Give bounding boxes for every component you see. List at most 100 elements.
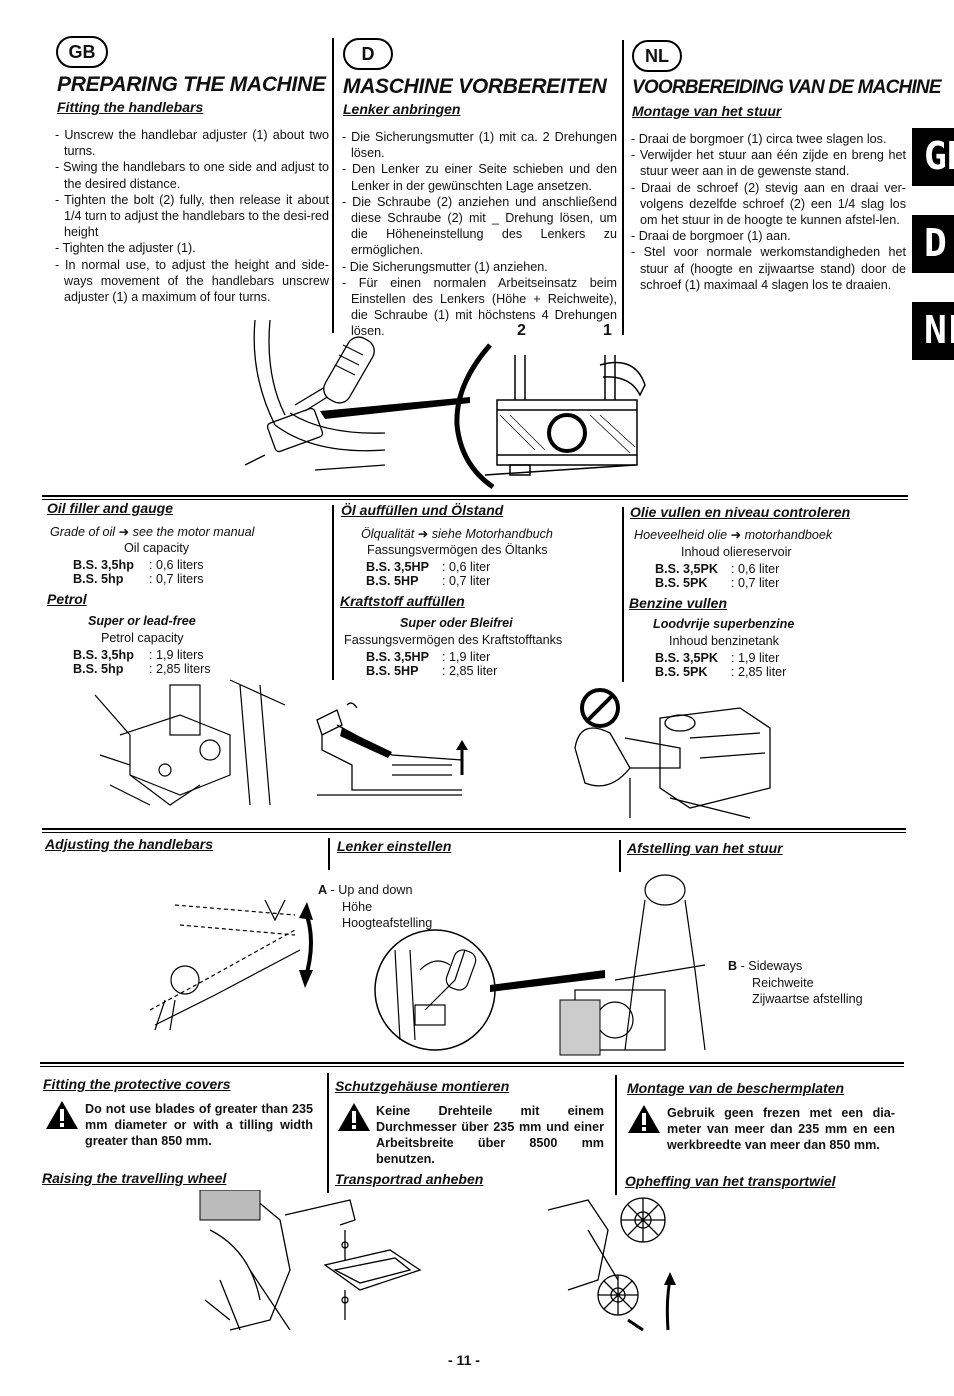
tab-nl: NL bbox=[912, 302, 954, 360]
list-item: - Stel voor normale werkomstandigheden h… bbox=[631, 245, 906, 292]
protective-cover-illustration bbox=[199, 1190, 422, 1331]
spec-value: : 2,85 liter bbox=[731, 665, 787, 679]
list-item: - In normal use, to adjust the height an… bbox=[55, 257, 329, 305]
legend-a: A - Up and down Höhe Hoogteafstelling bbox=[318, 882, 432, 932]
travel-wheel-illustration bbox=[548, 1197, 676, 1332]
fuel-filling-illustration bbox=[574, 688, 771, 819]
divider bbox=[327, 1073, 329, 1193]
spec-value: : 0,7 liter bbox=[442, 574, 491, 588]
warning-gb: Do not use blades of greater than 235 mm… bbox=[85, 1102, 313, 1148]
instructions-gb: - Unscrew the handlebar adjuster (1) abo… bbox=[55, 127, 329, 305]
subtitle-gb: Fitting the handlebars bbox=[57, 99, 204, 115]
warning-icon bbox=[338, 1103, 370, 1131]
adjust-title-nl: Afstelling van het stuur bbox=[627, 840, 783, 856]
oil-title-nl: Olie vullen en niveau controleren bbox=[630, 504, 851, 520]
badge-nl: NL bbox=[632, 40, 682, 72]
fuel-spec-nl: B.S. 3,5PK : 1,9 liter B.S. 5PK : 2,85 lit… bbox=[655, 651, 786, 679]
petrol-title-nl: Benzine vullen bbox=[629, 595, 728, 611]
legend-text: Reichweite bbox=[752, 975, 814, 990]
legend-text: Hoogteafstelling bbox=[342, 916, 433, 930]
fuel-capacity-d: Fassungsvermögen des Kraftstofftanks bbox=[344, 633, 563, 647]
oil-capacity-gb: Oil capacity bbox=[124, 541, 190, 555]
list-item: - Die Sicherungsmutter (1) anziehen. bbox=[342, 259, 548, 274]
tab-gb: GB bbox=[912, 128, 954, 186]
divider bbox=[622, 507, 624, 682]
spec-value: : 0,6 liter bbox=[731, 562, 780, 576]
wheel-title-d: Transportrad anheben bbox=[335, 1171, 484, 1187]
spec-key: B.S. 5hp bbox=[73, 662, 124, 676]
list-item: - Den Lenker zu einer Seite schieben und… bbox=[342, 162, 617, 193]
wheel-title-nl: Opheffing van het transportwiel bbox=[625, 1173, 836, 1189]
fuel-type-d: Super oder Bleifrei bbox=[400, 616, 513, 630]
legend-b: B - Sideways Reichweite Zijwaartse afste… bbox=[728, 958, 863, 1008]
fuel-capacity-gb: Petrol capacity bbox=[101, 631, 184, 645]
list-item: - Draai de schroef (2) stevig aan en dra… bbox=[631, 180, 906, 228]
legend-text: Höhe bbox=[342, 899, 373, 914]
covers-title-nl: Montage van de beschermplaten bbox=[627, 1080, 845, 1096]
list-item: - Die Schraube (2) anziehen und anschlie… bbox=[342, 194, 617, 258]
handlebar-adjust-illustration bbox=[149, 874, 706, 1056]
wheel-title-gb: Raising the travelling wheel bbox=[42, 1170, 227, 1186]
spec-key: B.S. 3,5HP bbox=[366, 560, 429, 574]
section-rule bbox=[40, 1066, 904, 1067]
tab-d: D bbox=[912, 215, 954, 273]
list-item: - Draai de borgmoer (1) circa twee slage… bbox=[631, 132, 887, 146]
list-item: - Die Sicherungsmutter (1) mit ca. 2 Dre… bbox=[342, 130, 617, 161]
spec-key: B.S. 3,5PK bbox=[655, 651, 718, 665]
fuel-spec-gb: B.S. 3,5hp: 1,9 liters B.S. 5hp: 2,85 li… bbox=[73, 648, 211, 676]
section-rule bbox=[42, 499, 908, 500]
adjust-title-d: Lenker einstellen bbox=[337, 838, 452, 854]
page-number: - 11 - bbox=[448, 1352, 480, 1368]
list-item: - Tighten the bolt (2) fully, then relea… bbox=[55, 192, 329, 240]
section-rule bbox=[42, 495, 908, 497]
divider bbox=[615, 1075, 617, 1195]
warning-icon bbox=[46, 1101, 78, 1129]
adjust-title-gb: Adjusting the handlebars bbox=[45, 836, 214, 852]
oil-spec-gb: B.S. 3,5hp: 0,6 liters B.S. 5hp: 0,7 lit… bbox=[73, 558, 204, 586]
legend-text: - Sideways bbox=[740, 959, 803, 973]
oil-title-d: Öl auffüllen und Ölstand bbox=[341, 502, 504, 518]
list-item: - Draai de borgmoer (1) aan. bbox=[631, 229, 791, 244]
spec-value: : 1,9 liter bbox=[442, 650, 491, 664]
subtitle-d: Lenker anbringen bbox=[343, 101, 461, 117]
spec-key: B.S. 5HP bbox=[366, 574, 419, 588]
petrol-title-gb: Petrol bbox=[47, 591, 87, 607]
list-item: - Für einen normalen Arbeitseinsatz beim… bbox=[342, 275, 617, 339]
instructions-nl: - Draai de borgmoer (1) circa twee slage… bbox=[631, 131, 906, 293]
divider bbox=[332, 38, 334, 333]
spec-key: B.S. 3,5PK bbox=[655, 562, 718, 576]
list-item: - Tighten the adjuster (1). bbox=[55, 241, 196, 256]
oil-grade-d: Ölqualität ➜ siehe Motorhandbuch bbox=[361, 527, 553, 541]
oil-spec-d: B.S. 3,5HP: 0,6 liter B.S. 5HP: 0,7 lite… bbox=[366, 560, 490, 588]
spec-key: B.S. 5hp bbox=[73, 572, 124, 586]
oil-grade-nl: Hoeveelheid olie ➜ motorhandboek bbox=[634, 528, 833, 542]
title-d: MASCHINE VORBEREITEN bbox=[343, 75, 607, 98]
divider bbox=[332, 505, 334, 680]
warning-d: Keine Drehteile mit einem Durchmesser üb… bbox=[376, 1104, 604, 1166]
badge-d: D bbox=[343, 38, 393, 70]
spec-value: : 0,7 liters bbox=[149, 572, 204, 586]
covers-title-gb: Fitting the protective covers bbox=[43, 1076, 231, 1092]
title-gb: PREPARING THE MACHINE bbox=[57, 73, 326, 96]
list-item: - Unscrew the handlebar adjuster (1) abo… bbox=[55, 128, 329, 159]
fuel-spec-d: B.S. 3,5HP: 1,9 liter B.S. 5HP: 2,85 lit… bbox=[366, 650, 497, 678]
divider bbox=[619, 840, 621, 872]
spec-value: : 1,9 liter bbox=[731, 651, 780, 665]
legend-text: - Up and down bbox=[330, 883, 413, 897]
spec-key: B.S. 3,5HP bbox=[366, 650, 429, 664]
oil-capacity-d: Fassungsvermögen des Öltanks bbox=[367, 543, 548, 557]
spec-value: : 2,85 liter bbox=[442, 664, 498, 678]
oil-spec-nl: B.S. 3,5PK: 0,6 liter B.S. 5PK: 0,7 lite… bbox=[655, 562, 779, 590]
warning-icon bbox=[628, 1105, 660, 1133]
instructions-d: - Die Sicherungsmutter (1) mit ca. 2 Dre… bbox=[342, 129, 617, 340]
spec-key: B.S. 3,5hp bbox=[73, 558, 134, 572]
subtitle-nl: Montage van het stuur bbox=[632, 103, 782, 119]
section-rule bbox=[42, 828, 906, 830]
spec-key: B.S. 5PK bbox=[655, 665, 708, 679]
legend-key: B bbox=[728, 959, 738, 973]
fuel-type-gb: Super or lead-free bbox=[88, 614, 196, 628]
title-nl: VOORBEREIDING VAN DE MACHINE bbox=[632, 77, 942, 98]
spec-value: : 0,7 liter bbox=[731, 576, 780, 590]
dipstick-illustration bbox=[316, 702, 468, 796]
badge-gb: GB bbox=[56, 36, 108, 68]
